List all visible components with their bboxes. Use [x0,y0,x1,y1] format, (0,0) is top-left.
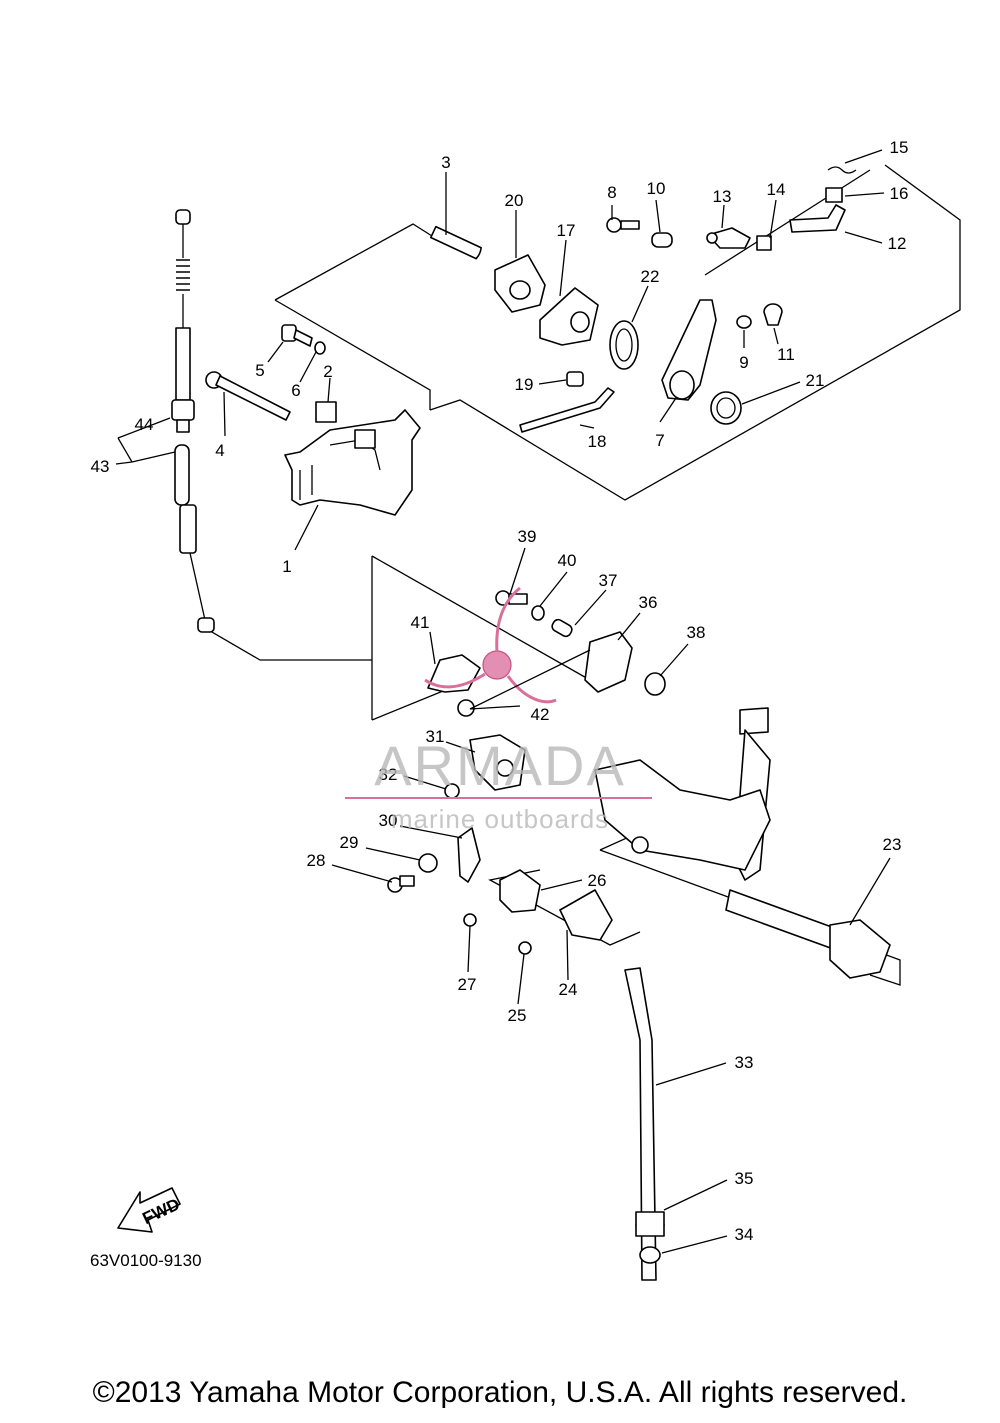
link-13 [706,227,751,249]
lever-36 [584,631,633,693]
washer-29 [418,853,438,873]
washer-40 [531,605,545,621]
part-label-30: 30 [379,811,398,830]
part-label-5: 5 [255,361,264,380]
part-label-36: 36 [639,593,658,612]
plate-30 [457,827,481,883]
part-label-8: 8 [607,183,616,202]
part-label-41: 41 [411,613,430,632]
part-label-22: 22 [641,267,660,286]
part-label-19: 19 [515,375,534,394]
part-label-28: 28 [307,851,326,870]
part-label-17: 17 [557,221,576,240]
shaft-23 [594,707,891,979]
fwd-arrow-icon: FWD [117,1187,183,1233]
part-label-34: 34 [735,1225,754,1244]
diagram-code: 63V0100-9130 [90,1251,202,1270]
part-label-14: 14 [767,180,786,199]
part-label-23: 23 [883,835,902,854]
part-label-25: 25 [508,1006,527,1025]
part-label-11: 11 [777,345,795,364]
bolt-28 [387,875,415,893]
part-label-44: 44 [135,415,154,434]
watermark-logo [424,586,557,704]
part-label-40: 40 [558,551,577,570]
part-label-4: 4 [215,441,224,460]
spring-10 [651,232,673,248]
assembly-frame-middle [204,555,591,721]
part-label-42: 42 [531,705,550,724]
collar-part [429,225,482,260]
copyright-notice: ©2013 Yamaha Motor Corporation, U.S.A. A… [92,1376,908,1409]
rod-33 [624,967,665,1281]
spring-38 [644,672,666,696]
part-label-27: 27 [458,975,477,994]
part-label-18: 18 [588,432,607,451]
bracket-part [284,409,421,516]
block-26 [499,869,541,913]
part-label-35: 35 [735,1169,754,1188]
part-label-9: 9 [739,353,748,372]
cable-spring [176,259,190,291]
nut-14 [756,235,772,251]
arm-7 [661,299,717,401]
part-label-21: 21 [806,371,825,390]
clip-19 [566,371,584,387]
wire-15 [827,166,857,174]
bolt-washer-part [281,324,326,355]
washer-9 [736,315,752,329]
pin-37 [551,618,573,638]
hose-12 [789,204,846,233]
watermark-tagline: marine outboards [391,804,609,834]
part-label-32: 32 [379,765,398,784]
part-label-31: 31 [426,727,445,746]
cam-17 [539,287,599,346]
spring-22 [609,320,639,370]
part-label-7: 7 [655,431,664,450]
part-label-13: 13 [713,187,732,206]
long-bolt-part [205,371,291,421]
block-part [315,401,337,423]
part-label-24: 24 [559,980,578,999]
cable-assembly [171,209,215,633]
part-label-20: 20 [505,191,524,210]
screw-25 [518,941,532,955]
part-label-26: 26 [588,871,607,890]
part-label-33: 33 [735,1053,754,1072]
clamp-24 [559,889,613,941]
part-label-3: 3 [441,153,450,172]
linkage-31 [469,734,526,791]
pin-42 [457,699,475,717]
part-label-16: 16 [890,184,909,203]
part-label-43: 43 [91,457,110,476]
cap-11 [763,303,783,326]
leader-lines [115,149,891,1254]
screw-8 [606,217,640,233]
part-label-29: 29 [340,833,359,852]
part-label-37: 37 [599,571,618,590]
part-label-10: 10 [647,179,666,198]
part-label-1: 1 [282,557,291,576]
spring-21 [710,391,742,425]
part-label-2: 2 [323,362,332,381]
clip-16 [825,187,843,203]
part-label-15: 15 [890,138,909,157]
rod-18 [519,387,615,433]
cam-20 [494,254,546,313]
screw-27 [463,913,477,927]
watermark-brand: ARMADA [374,734,626,797]
part-label-12: 12 [888,234,907,253]
part-label-6: 6 [291,381,300,400]
part-label-38: 38 [687,623,706,642]
part-label-39: 39 [518,527,537,546]
